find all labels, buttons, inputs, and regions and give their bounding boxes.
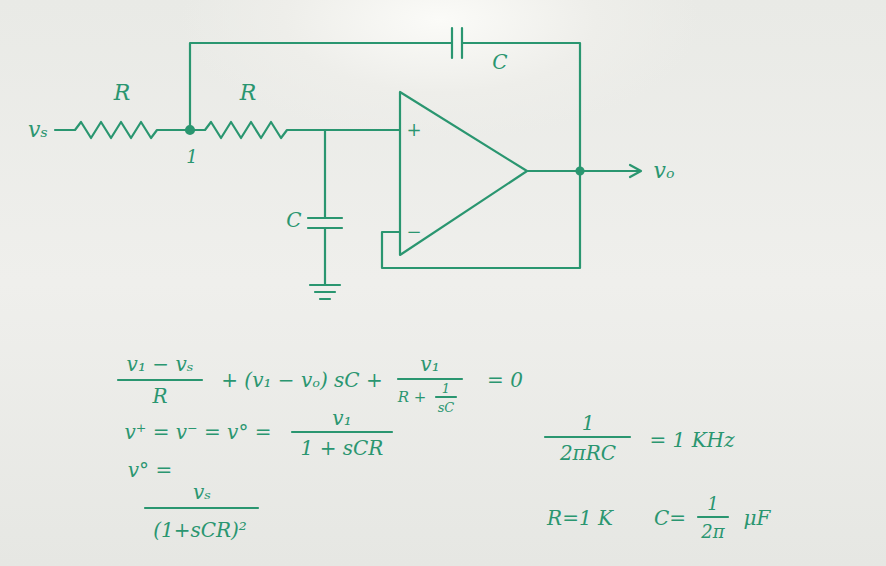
equation-text: vₛ xyxy=(193,482,211,502)
equation-text: R + xyxy=(398,390,427,405)
equation-text: v₁ xyxy=(332,408,351,428)
capacitor-symbol xyxy=(308,130,342,285)
signal-name: vₛ xyxy=(28,119,48,141)
fraction-bar xyxy=(118,379,728,517)
resistor-symbol xyxy=(190,122,400,138)
equation-text: 1 xyxy=(707,495,718,513)
node-number: 1 xyxy=(186,148,197,166)
equation-text: v° = xyxy=(128,460,172,480)
equation-text: v₁ − vₛ xyxy=(127,354,194,374)
equation-text: 1 xyxy=(582,413,595,433)
equation-text: + (v₁ − vₒ) sC + xyxy=(221,370,383,390)
equation-text: C= xyxy=(654,508,686,528)
signal-name: vₒ xyxy=(654,160,675,182)
component-label: C xyxy=(286,210,301,230)
equation-text: = 0 xyxy=(487,370,523,390)
equation-text: 1 xyxy=(442,382,450,395)
equation-text: v₁ xyxy=(420,354,439,374)
equation-text: 1 + sCR xyxy=(301,438,384,458)
equation-text: 2πRC xyxy=(560,443,616,463)
component-label: C xyxy=(492,52,507,72)
equation-text: v⁺ = v⁻ = v° = xyxy=(124,422,271,442)
equation-text: μF xyxy=(744,508,771,528)
input-wire-resistor xyxy=(55,122,190,138)
feedback-wire xyxy=(190,43,580,170)
component-label: R xyxy=(114,82,131,104)
opamp-symbol xyxy=(400,92,527,255)
equation-text: sC xyxy=(438,401,455,414)
equation-text: R xyxy=(152,386,167,406)
equation-text: (1+sCR)² xyxy=(153,520,247,540)
component-label: R xyxy=(240,82,257,104)
pin-label: + xyxy=(406,121,421,139)
arrow-head xyxy=(630,165,641,177)
unity-feedback-wire xyxy=(382,171,580,268)
equation-text: 2π xyxy=(701,523,724,541)
ground-symbol xyxy=(310,285,340,299)
pin-label: − xyxy=(406,223,421,241)
equation-text: R=1 K xyxy=(547,508,613,528)
equation-text: = 1 KHz xyxy=(649,430,734,450)
capacitor-symbol xyxy=(452,28,462,58)
